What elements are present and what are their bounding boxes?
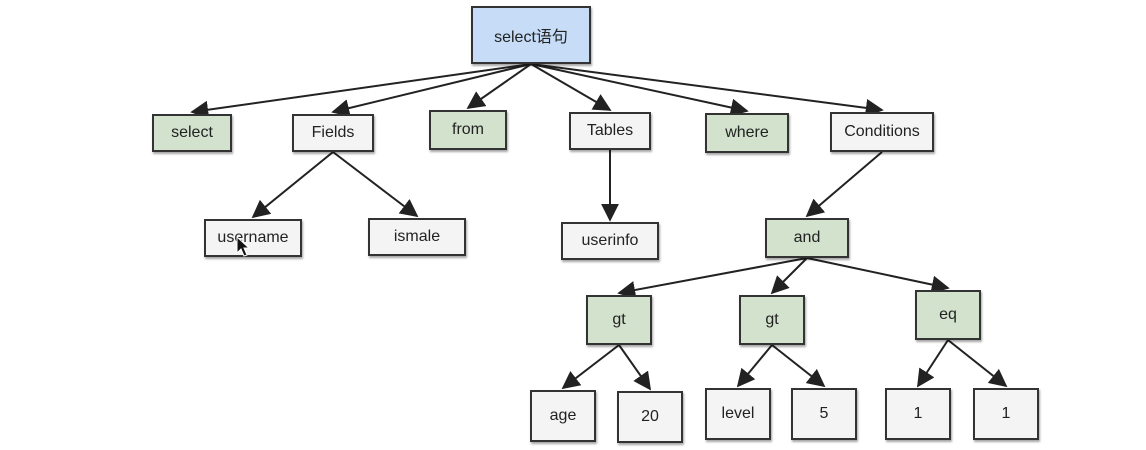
node-username: username [204,219,302,257]
edge-gt2-to-level [736,344,773,388]
edge-root-to-fields [331,63,532,117]
edge-gt2-to-n5 [771,344,826,388]
edge-root-to-conditions [530,63,884,117]
node-fields: Fields [292,114,374,152]
node-1-left: 1 [885,388,951,440]
node-20: 20 [617,391,683,443]
edge-root-to-from [466,63,532,110]
edge-and-to-gt1 [617,257,808,299]
edge-gt1-to-n20 [618,344,652,391]
node-age: age [530,390,596,442]
node-select: select [152,114,232,152]
node-gt-age: gt [586,295,652,345]
edge-root-to-tables [530,63,612,111]
edge-root-to-select [190,63,532,119]
node-userinfo: userinfo [561,222,659,260]
node-conditions: Conditions [830,112,934,152]
edge-eq-to-one_b [947,339,1008,388]
node-level: level [705,388,771,440]
node-gt-level: gt [739,295,805,345]
node-from: from [429,110,507,150]
mouse-pointer-icon [236,236,250,257]
edge-and-to-eq [806,257,950,294]
edge-fields-to-ismale [332,151,419,218]
node-eq: eq [915,290,981,340]
node-and: and [765,218,849,258]
node-root: select语句 [471,6,591,64]
edge-fields-to-username [251,151,334,219]
edge-conditions-to-and [805,151,883,218]
edge-eq-to-one_a [917,339,949,388]
node-1-right: 1 [973,388,1039,440]
node-ismale: ismale [368,218,466,256]
node-where: where [705,113,789,153]
node-5: 5 [791,388,857,440]
edge-gt1-to-age [561,344,620,390]
node-tables: Tables [569,112,651,150]
edge-root-to-where [530,63,749,117]
edge-and-to-gt2 [770,257,808,295]
